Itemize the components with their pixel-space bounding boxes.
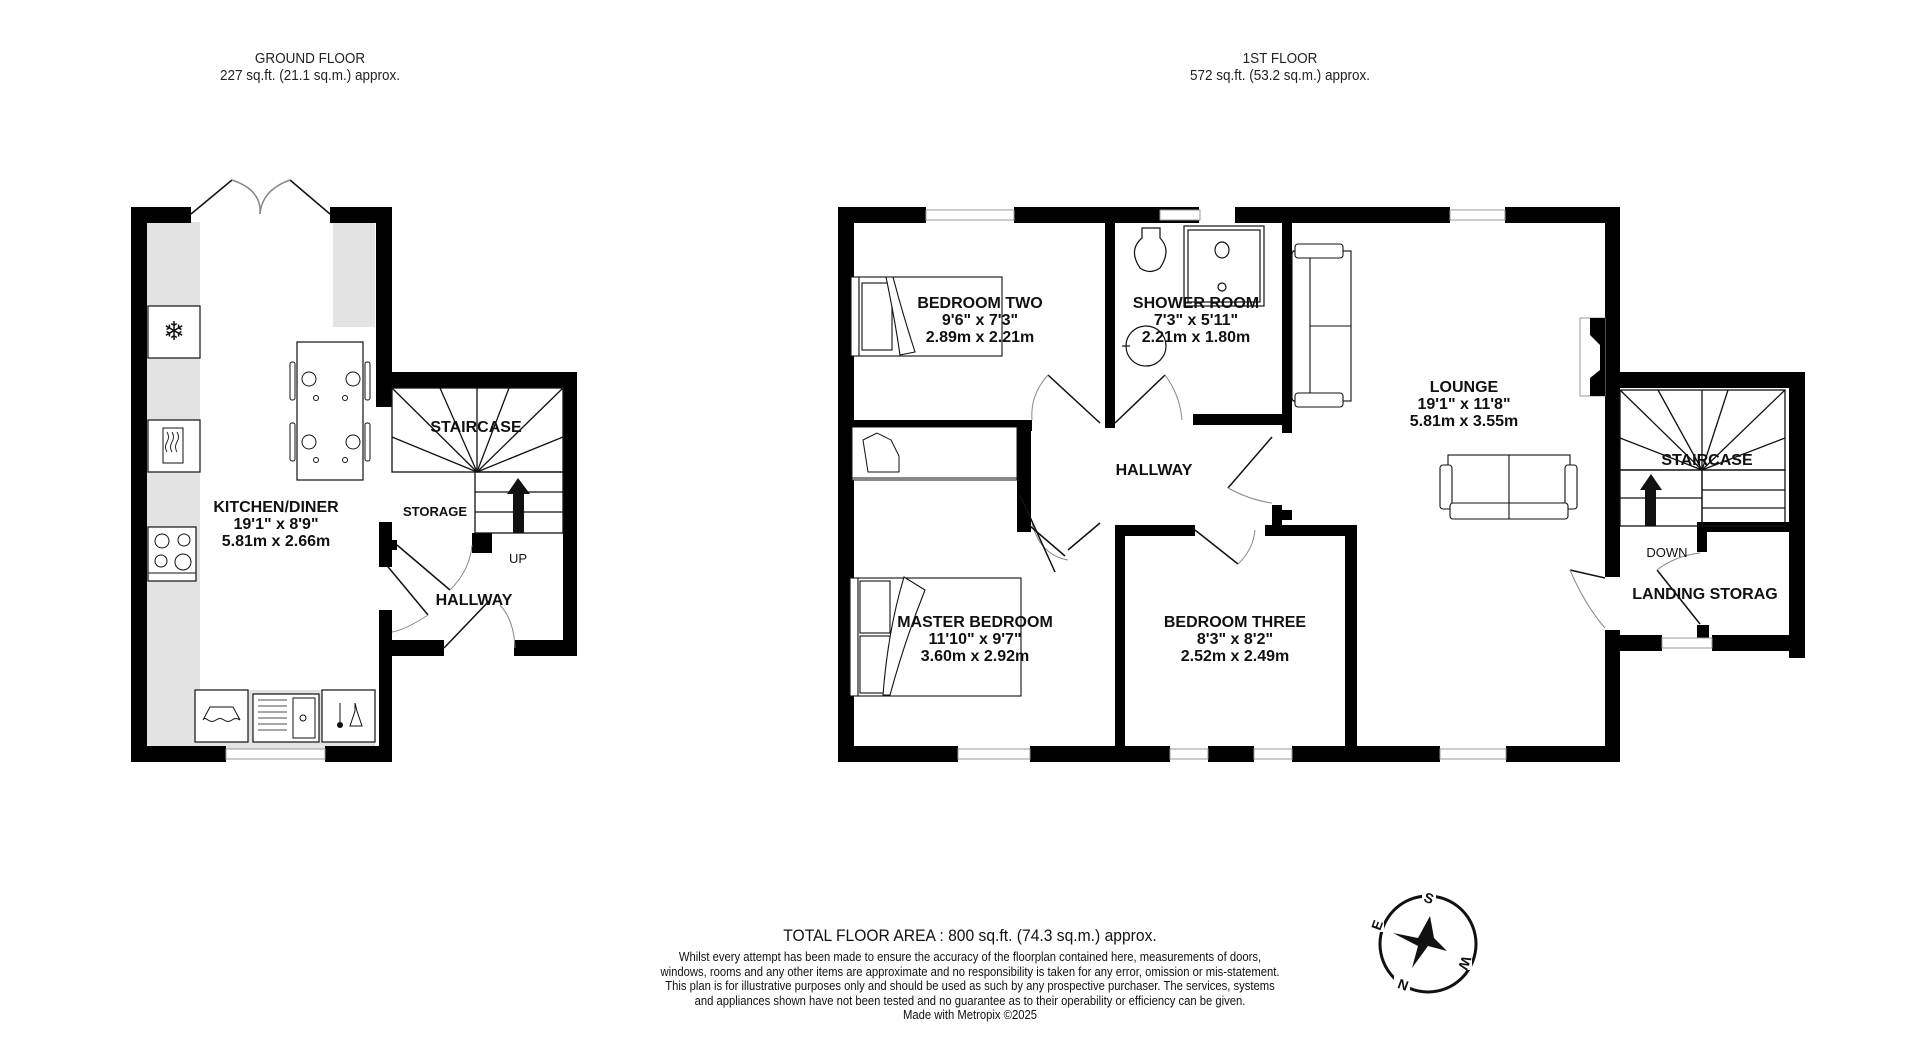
single-bed-icon [850, 276, 1003, 357]
kitchen-walls [131, 207, 392, 762]
first-floor-title: 1ST FLOOR [1242, 50, 1318, 67]
toilet-icon [1133, 227, 1167, 273]
kitchen-diner-name: KITCHEN/DINER [213, 499, 339, 516]
washing-machine-icon [321, 689, 376, 743]
double-bed-icon [849, 576, 1022, 697]
footer: TOTAL FLOOR AREA : 800 sq.ft. (74.3 sq.m… [620, 926, 1320, 1023]
master-bedroom-metric: 3.60m x 2.92m [921, 648, 1030, 665]
microwave-icon [147, 419, 201, 473]
sofa-vertical-icon [1291, 243, 1352, 408]
fridge-icon: ❄ [147, 305, 201, 359]
ground-floor-title: GROUND FLOOR [254, 50, 366, 67]
bedroom-two-name: BEDROOM TWO [917, 295, 1042, 312]
first-staircase [1619, 389, 1786, 527]
first-staircase-label: STAIRCASE [1661, 452, 1753, 469]
ground-floor-heading: GROUND FLOOR 227 sq.ft. (21.1 sq.m.) app… [193, 50, 427, 84]
first-staircase-walls [1607, 372, 1805, 658]
bedroom-two-imperial: 9'6" x 7'3" [942, 312, 1018, 329]
kitchen-counter-right [333, 222, 375, 327]
first-floor-walls [838, 207, 1620, 762]
shower-room-metric: 2.21m x 1.80m [1142, 329, 1251, 346]
ground-floor-area: 227 sq.ft. (21.1 sq.m.) approx. [219, 67, 401, 84]
svg-text:❄: ❄ [163, 316, 185, 346]
ground-hallway-label: HALLWAY [436, 592, 513, 609]
window [225, 748, 326, 760]
french-doors [190, 179, 331, 215]
first-floor-heading: 1ST FLOOR 572 sq.ft. (53.2 sq.m.) approx… [1163, 50, 1397, 84]
shower-room-imperial: 7'3" x 5'11" [1154, 312, 1238, 329]
bedroom-three-name: BEDROOM THREE [1164, 614, 1307, 631]
ground-hallway-walls [379, 372, 577, 656]
sofa-horizontal-icon [1439, 454, 1578, 520]
lounge-metric: 5.81m x 3.55m [1410, 413, 1519, 430]
hob-icon [147, 526, 197, 582]
landing-storage-label: LANDING STORAG [1632, 586, 1777, 603]
sink-icon [252, 693, 320, 743]
ground-floor-labels: KITCHEN/DINER 19'1" x 8'9" 5.81m x 2.66m… [213, 419, 527, 609]
storage-label: STORAGE [403, 504, 467, 519]
dishwasher-icon [194, 689, 249, 743]
shower-room-name: SHOWER ROOM [1133, 295, 1259, 312]
stair-up-label: UP [509, 551, 527, 566]
dining-table-icon [289, 341, 371, 481]
total-floor-area: TOTAL FLOOR AREA : 800 sq.ft. (74.3 sq.m… [783, 926, 1157, 945]
window [1661, 637, 1713, 649]
shower-tray-icon [1183, 225, 1265, 307]
basin-icon [1122, 325, 1167, 367]
stair-down-label: DOWN [1646, 545, 1687, 560]
master-bedroom-name: MASTER BEDROOM [897, 614, 1053, 631]
first-floor-plan [838, 207, 1805, 762]
master-bedroom-imperial: 11'10" x 9'7" [928, 631, 1021, 648]
kitchen-diner-imperial: 19'1" x 8'9" [233, 516, 318, 533]
lounge-name: LOUNGE [1430, 379, 1499, 396]
kitchen-diner-metric: 5.81m x 2.66m [222, 533, 331, 550]
landing-door [1569, 569, 1606, 629]
bedroom-two-metric: 2.89m x 2.21m [926, 329, 1035, 346]
up-arrow-icon [507, 478, 530, 533]
first-floor-doors [1019, 374, 1273, 573]
first-floor-area: 572 sq.ft. (53.2 sq.m.) approx. [1189, 67, 1371, 84]
first-floor-labels: BEDROOM TWO 9'6" x 7'3" 2.89m x 2.21m SH… [897, 295, 1778, 665]
compass-label-right: W [1455, 954, 1475, 973]
first-floor-windows [925, 209, 1507, 760]
ground-doors [383, 544, 516, 649]
kitchen-counter-left [147, 222, 200, 752]
down-arrow-icon [1640, 474, 1662, 526]
fireplace-icon [1579, 317, 1606, 397]
ground-floor-plan: ❄ [131, 179, 577, 762]
wardrobe-icon [851, 426, 1018, 481]
made-with-credit: Made with Metropix ©2025 [903, 1008, 1037, 1023]
compass-rose-icon: S E W N [1370, 889, 1478, 994]
disclaimer: Whilst every attempt has been made to en… [660, 950, 1280, 1008]
bedroom-three-imperial: 8'3" x 8'2" [1197, 631, 1273, 648]
ground-staircase-label: STAIRCASE [430, 419, 522, 436]
lounge-imperial: 19'1" x 11'8" [1417, 396, 1510, 413]
landing-storage-door [1656, 552, 1701, 625]
bedroom-three-metric: 2.52m x 2.49m [1181, 648, 1290, 665]
first-hallway-label: HALLWAY [1116, 462, 1193, 479]
ground-staircase [391, 387, 564, 534]
